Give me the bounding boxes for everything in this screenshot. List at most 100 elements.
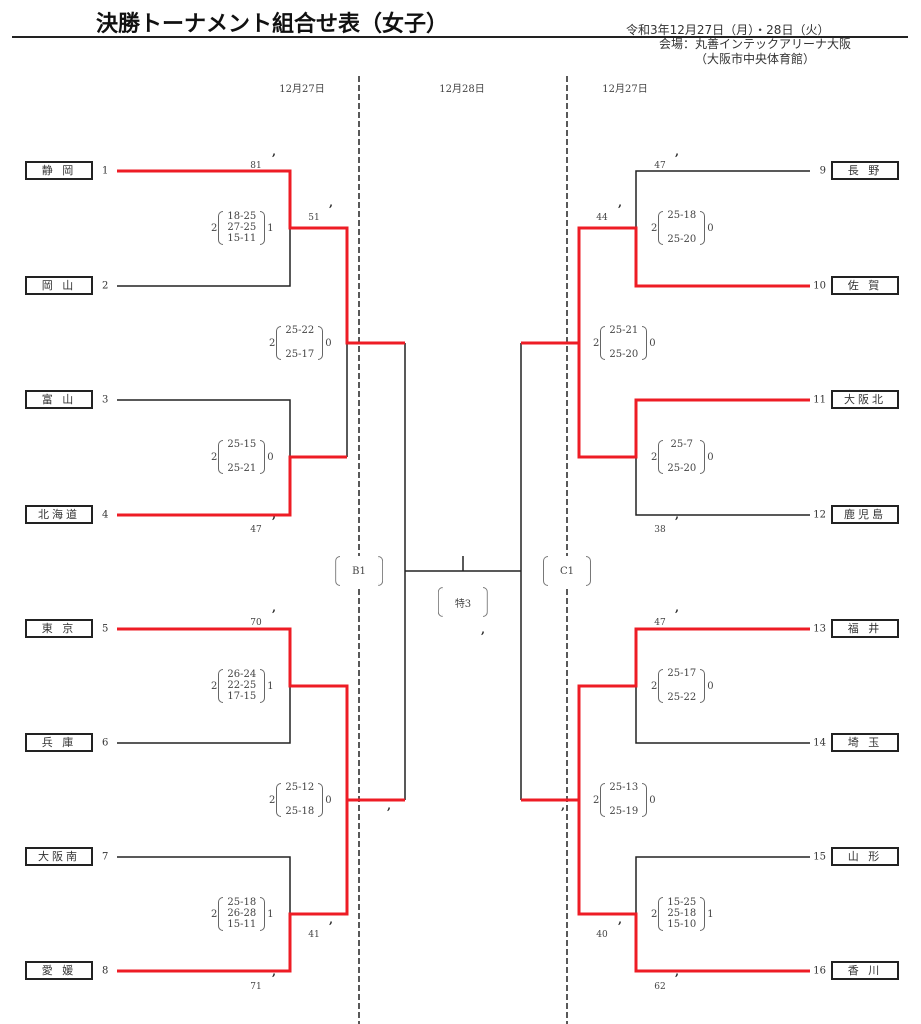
bracket-lines-plain: [117, 170, 810, 914]
team-box: 長 野: [831, 161, 899, 180]
team-box: 東 京: [25, 619, 93, 638]
set-score: 25-18: [667, 907, 697, 919]
set-score: 25-17: [667, 668, 697, 679]
set-score: 25-18: [227, 896, 257, 908]
tick-mark: ,: [675, 508, 679, 522]
team-seed: 16: [813, 965, 826, 977]
set-score: 25-13: [609, 782, 639, 793]
loser-sets: 0: [325, 794, 332, 806]
venue-subname: （大阪市中央体育館）: [694, 52, 815, 66]
court-label-right: C1: [542, 556, 592, 586]
winner-path: [577, 800, 810, 973]
team-seed: 1: [102, 165, 109, 177]
winner-sets: 2: [593, 337, 600, 349]
team-box: 愛 媛: [25, 961, 93, 980]
score-value: 81: [250, 161, 262, 171]
court-label-left: B1: [335, 556, 383, 586]
loser-sets: 1: [707, 908, 714, 920]
bracket-line: [635, 856, 810, 914]
score-value: 41: [308, 930, 320, 940]
team-seed: 5: [102, 623, 109, 635]
team-box: 鹿児島: [831, 505, 899, 524]
set-score: 15-10: [667, 919, 697, 931]
score-value: 62: [654, 982, 666, 992]
tick-mark: ,: [329, 196, 333, 210]
tick-mark: ,: [272, 965, 276, 979]
loser-sets: 1: [267, 680, 274, 692]
winner-sets: 2: [269, 794, 276, 806]
team-box: 大阪北: [831, 390, 899, 409]
bracket-lines-winner: [117, 169, 810, 973]
bracket-line: [635, 686, 810, 744]
score-value: 38: [654, 525, 666, 535]
set-score: 18-25: [227, 210, 257, 222]
loser-sets: 0: [707, 222, 714, 234]
set-score: 22-25: [227, 679, 257, 691]
set-score: 25-20: [667, 463, 697, 474]
day-label-left: 12月27日: [279, 84, 325, 95]
bracket-line: [117, 856, 291, 914]
venue: 会場：丸善インテックアリーナ大阪 （大阪市中央体育館）: [650, 37, 860, 67]
team-box: 静 岡: [25, 161, 93, 180]
tick-mark: ,: [272, 508, 276, 522]
score-value: 47: [250, 525, 262, 535]
set-score: 25-19: [609, 806, 639, 817]
set-score: 25-7: [670, 439, 694, 450]
winner-path: [521, 627, 810, 802]
loser-sets: 1: [267, 222, 274, 234]
winner-path: [521, 226, 810, 345]
court-label-final: 特3: [437, 587, 489, 617]
team-box: 北海道: [25, 505, 93, 524]
score-value: 47: [654, 618, 666, 628]
set-score: 25-15: [227, 439, 257, 450]
loser-sets: 0: [649, 794, 656, 806]
set-score: 15-11: [227, 919, 257, 931]
winner-path: [117, 455, 347, 517]
tick-mark: ,: [618, 913, 622, 927]
team-seed: 8: [102, 965, 109, 977]
tick-mark: ,: [481, 623, 485, 637]
tick-mark: ,: [675, 145, 679, 159]
score-value: 47: [654, 161, 666, 171]
team-box: 兵 庫: [25, 733, 93, 752]
team-box: 香 川: [831, 961, 899, 980]
set-score: 25-20: [609, 349, 639, 360]
bracket-line: [117, 399, 291, 457]
set-score: 25-20: [667, 234, 697, 245]
team-box: 山 形: [831, 847, 899, 866]
tick-mark: ,: [675, 965, 679, 979]
score-value: 70: [250, 618, 262, 628]
winner-sets: 2: [651, 908, 658, 920]
team-seed: 9: [819, 165, 826, 177]
winner-sets: 2: [211, 680, 218, 692]
tick-mark: ,: [618, 196, 622, 210]
team-seed: 11: [813, 394, 826, 406]
team-seed: 6: [102, 737, 109, 749]
tick-mark: ,: [272, 145, 276, 159]
score-value: 40: [596, 930, 608, 940]
winner-sets: 2: [651, 222, 658, 234]
tick-mark: ,: [329, 913, 333, 927]
day-label-center: 12月28日: [439, 84, 485, 95]
team-seed: 12: [813, 509, 826, 521]
winner-sets: 2: [651, 680, 658, 692]
score-value: 51: [308, 213, 320, 223]
winner-sets: 2: [211, 451, 218, 463]
set-score: 15-25: [667, 896, 697, 908]
loser-sets: 0: [267, 451, 274, 463]
set-score: 25-12: [285, 782, 315, 793]
score-value: 44: [596, 213, 608, 223]
winner-path: [117, 798, 405, 973]
loser-sets: 0: [707, 451, 714, 463]
set-score: 25-17: [285, 349, 315, 360]
title-underline: [12, 36, 908, 38]
winner-path: [117, 169, 405, 345]
